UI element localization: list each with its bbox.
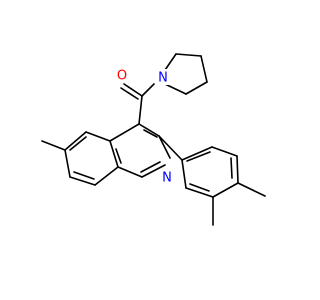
bond (185, 81, 208, 95)
bond (141, 83, 155, 97)
bond (158, 135, 171, 159)
bond (94, 166, 119, 186)
quinoline-nitrogen-atom-label: N (162, 171, 172, 186)
bond (181, 159, 187, 189)
bond (117, 166, 143, 178)
bond (164, 83, 187, 95)
pyrrolidine-nitrogen-label-bg (155, 69, 171, 85)
bond (186, 151, 211, 162)
bond (140, 161, 161, 173)
bond (211, 146, 238, 157)
bond (85, 131, 111, 142)
bond (181, 146, 213, 161)
bond (138, 123, 160, 137)
quinoline-nitrogen-label-bg (159, 169, 175, 185)
bond (109, 123, 140, 142)
bond (64, 149, 71, 178)
bond (123, 83, 143, 97)
bond (237, 182, 266, 197)
bond (41, 140, 66, 151)
bond (212, 182, 239, 198)
oxygen-atom-label: O (117, 69, 127, 84)
bond (189, 183, 210, 192)
bond (69, 176, 96, 186)
bond (120, 87, 139, 100)
bond (141, 164, 166, 178)
oxygen-label-bg (114, 67, 130, 83)
bond (73, 171, 95, 180)
bond (138, 95, 143, 125)
bond (115, 148, 122, 164)
pyrrolidine-nitrogen-atom-label: N (158, 71, 168, 86)
bond (143, 129, 158, 138)
bond (109, 140, 119, 168)
bond (64, 131, 87, 151)
bond (69, 136, 87, 151)
bond (158, 135, 183, 161)
bond (185, 187, 214, 198)
bond (236, 155, 239, 184)
chemical-structure-diagram: O N N (41, 53, 266, 226)
bond (175, 53, 202, 57)
bond (200, 55, 208, 83)
bond (230, 157, 233, 179)
structure-canvas: O N N (41, 53, 266, 226)
